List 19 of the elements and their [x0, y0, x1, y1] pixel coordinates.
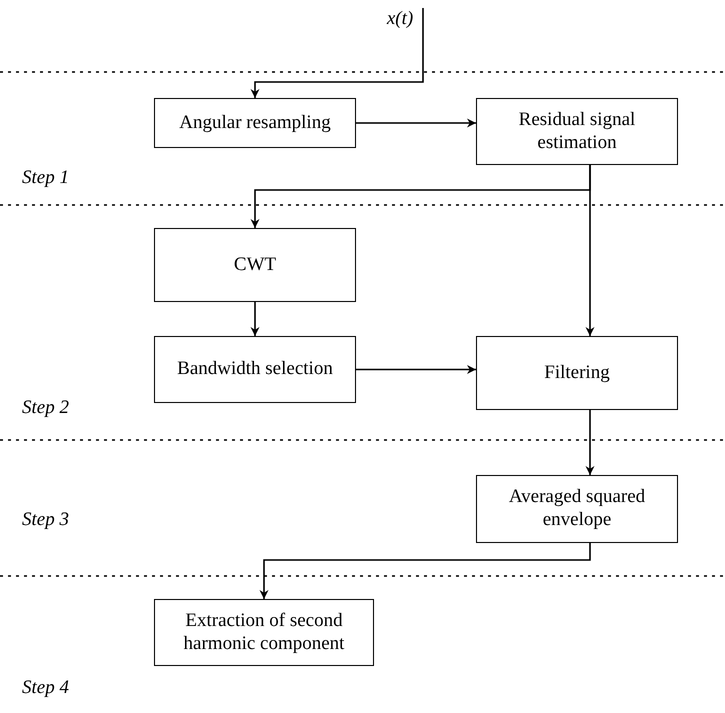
process-box: Averaged squared envelope [476, 475, 678, 543]
arrow [250, 8, 424, 98]
arrow [586, 410, 594, 475]
process-box: Residual signal estimation [476, 98, 678, 165]
arrow [260, 543, 591, 599]
process-box: Bandwidth selection [154, 336, 356, 403]
step-label: Step 1 [22, 167, 69, 189]
step-label: Step 2 [22, 397, 69, 419]
process-box: CWT [154, 228, 356, 302]
step-label: Step 4 [22, 677, 69, 699]
process-box: Extraction of second harmonic component [154, 599, 374, 666]
arrow [250, 302, 260, 336]
arrow [356, 365, 476, 374]
process-box: Filtering [476, 336, 678, 410]
step-label: Step 3 [22, 509, 69, 531]
arrow [586, 165, 594, 336]
process-box: Angular resampling [154, 98, 356, 148]
input-signal-label: x(t) [378, 4, 422, 34]
arrow [356, 118, 476, 128]
